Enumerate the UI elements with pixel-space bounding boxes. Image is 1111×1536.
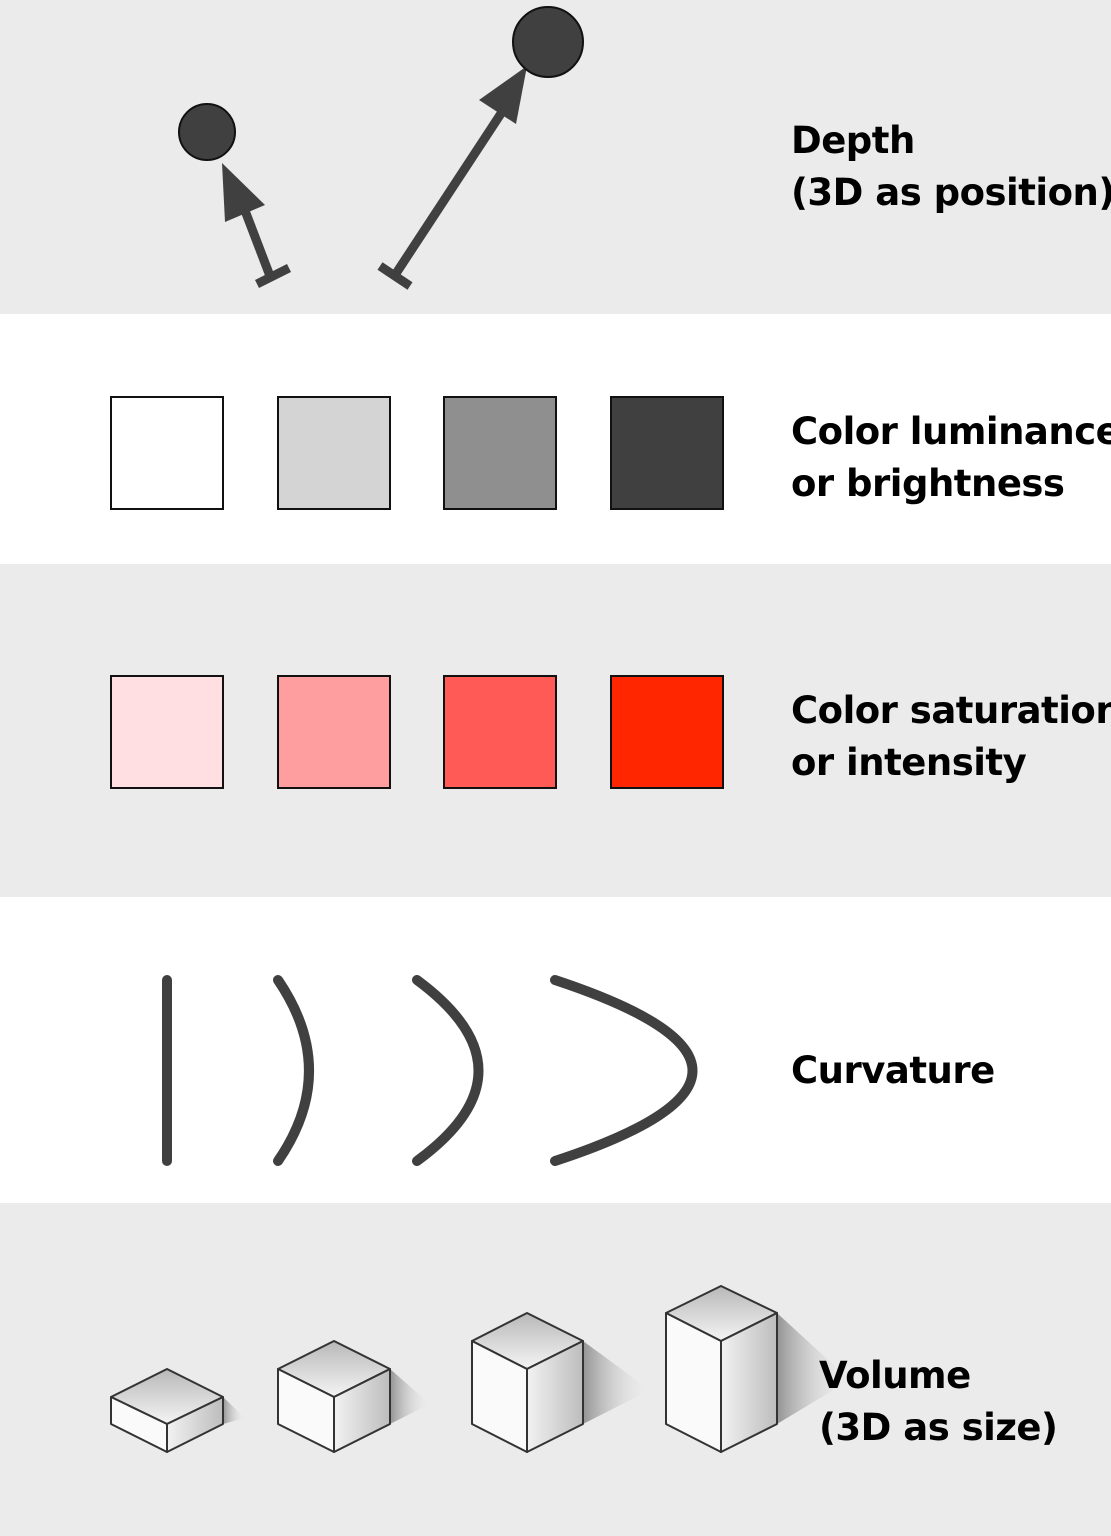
- volume-cube-3: [471, 1312, 650, 1453]
- saturation-swatch-1: [110, 675, 224, 789]
- curvature-band: [0, 897, 1111, 1203]
- saturation-label-line1: Color saturation: [791, 689, 1111, 732]
- curvature-label: Curvature: [791, 1045, 995, 1097]
- depth-label: Depth (3D as position): [791, 115, 1111, 219]
- depth-near-circle: [178, 103, 236, 161]
- saturation-swatch-2: [277, 675, 391, 789]
- depth-far-circle: [512, 6, 584, 78]
- volume-cube-2: [277, 1340, 430, 1453]
- curvature-label-line1: Curvature: [791, 1049, 995, 1092]
- depth-arrow-short: [222, 163, 292, 289]
- saturation-swatch-3: [443, 675, 557, 789]
- depth-label-line2: (3D as position): [791, 171, 1111, 214]
- depth-label-line1: Depth: [791, 119, 915, 162]
- volume-cube-1: [110, 1368, 245, 1453]
- curve-slight: [273, 975, 314, 1166]
- curve-medium: [412, 975, 484, 1166]
- luminance-swatch-3: [443, 396, 557, 510]
- volume-cube-4: [665, 1285, 850, 1453]
- luminance-label-line2: or brightness: [791, 462, 1065, 505]
- curve-strong: [550, 975, 698, 1166]
- saturation-label: Color saturation or intensity: [791, 685, 1111, 789]
- saturation-swatch-4: [610, 675, 724, 789]
- luminance-label: Color luminance or brightness: [791, 406, 1111, 510]
- volume-label: Volume (3D as size): [819, 1350, 1058, 1454]
- luminance-swatch-4: [610, 396, 724, 510]
- volume-label-line2: (3D as size): [819, 1406, 1058, 1449]
- luminance-swatch-1: [110, 396, 224, 510]
- saturation-label-line2: or intensity: [791, 741, 1027, 784]
- luminance-label-line1: Color luminance: [791, 410, 1111, 453]
- volume-label-line1: Volume: [819, 1354, 971, 1397]
- depth-arrow-long: [377, 66, 527, 290]
- luminance-swatch-2: [277, 396, 391, 510]
